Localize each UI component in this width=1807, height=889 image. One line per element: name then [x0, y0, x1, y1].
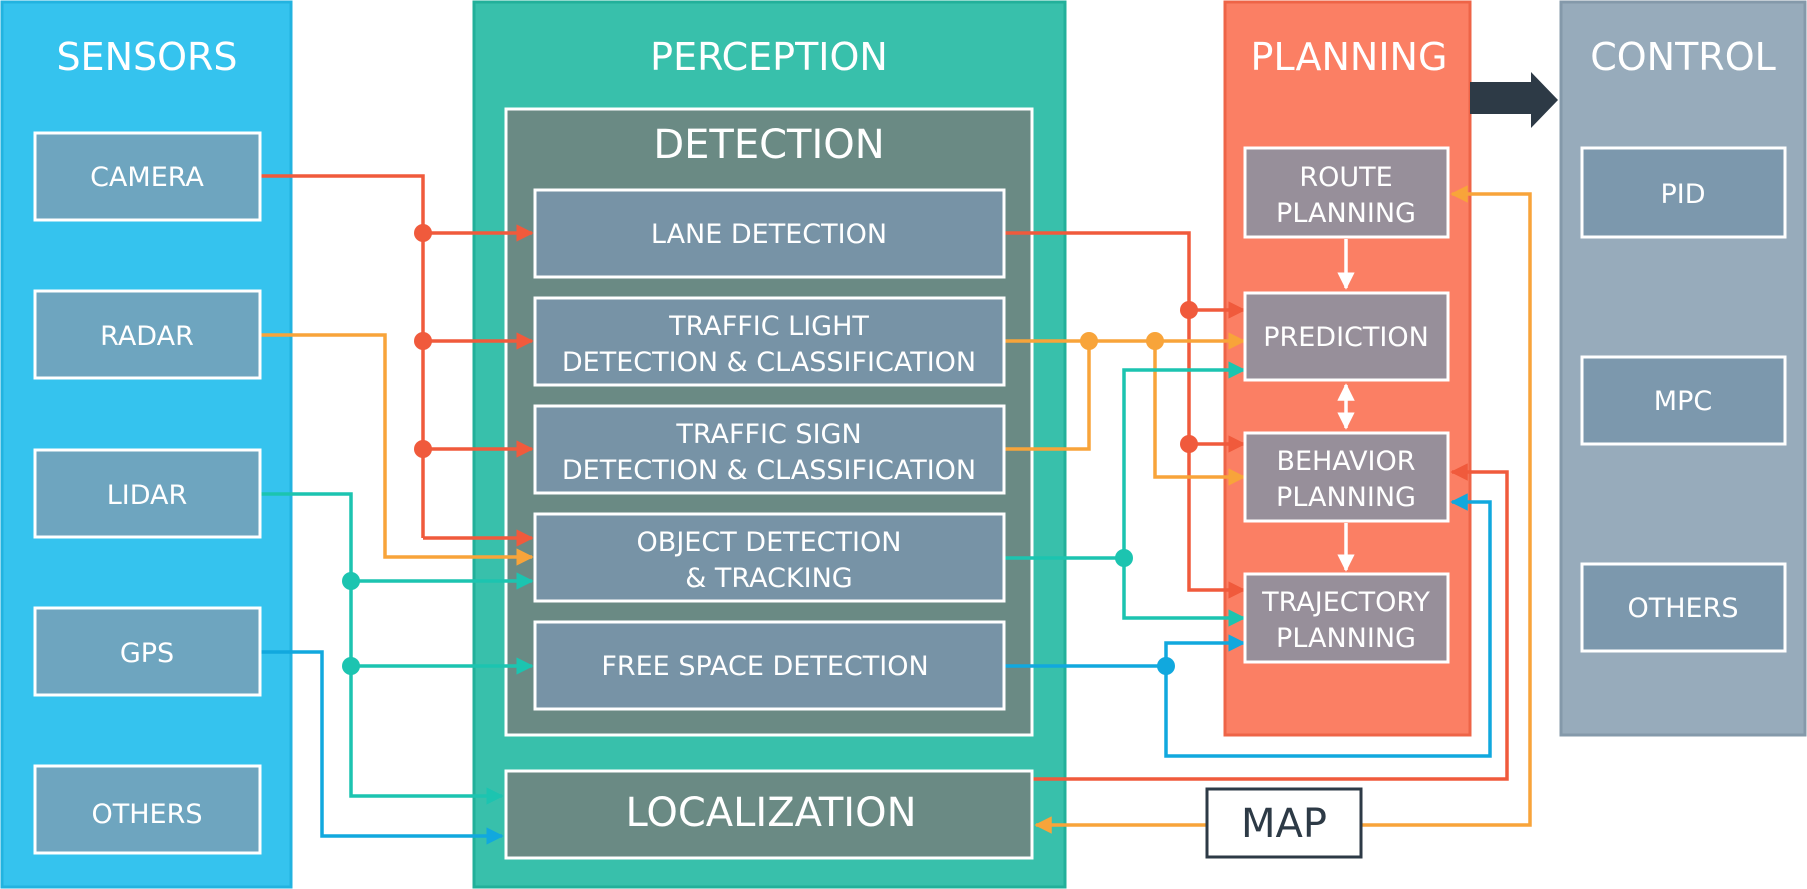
sensor-camera-label: CAMERA: [90, 162, 204, 193]
planning-behavior-line1: BEHAVIOR: [1276, 446, 1415, 477]
sensor-camera: CAMERA: [33, 131, 262, 222]
planning-behavior-line2: PLANNING: [1276, 482, 1416, 513]
sensors-title: SENSORS: [56, 35, 237, 79]
sensor-radar-label: RADAR: [100, 321, 194, 352]
planning-behavior: BEHAVIOR PLANNING: [1243, 431, 1450, 523]
detection-object: OBJECT DETECTION & TRACKING: [533, 512, 1006, 603]
detection-title: DETECTION: [653, 122, 884, 168]
sensor-lidar: LIDAR: [33, 448, 262, 539]
planning-trajectory: TRAJECTORY PLANNING: [1243, 572, 1450, 664]
sensor-gps-label: GPS: [120, 638, 174, 669]
localization: LOCALIZATION: [504, 769, 1034, 860]
control-pid-label: PID: [1660, 179, 1705, 210]
detection-traffic-sign-line2: DETECTION & CLASSIFICATION: [562, 455, 976, 486]
sensor-others-label: OTHERS: [91, 799, 202, 830]
planning-title: PLANNING: [1251, 35, 1448, 79]
control-title: CONTROL: [1590, 35, 1776, 79]
map-label: MAP: [1241, 801, 1327, 847]
connections: [260, 174, 1532, 845]
planning-trajectory-line2: PLANNING: [1276, 623, 1416, 654]
planning-route-line1: ROUTE: [1299, 162, 1392, 193]
planning-trajectory-line1: TRAJECTORY: [1261, 587, 1430, 618]
sensor-lidar-label: LIDAR: [107, 480, 188, 511]
sensor-gps: GPS: [33, 606, 262, 697]
planning-prediction: PREDICTION: [1243, 291, 1450, 382]
junction-dots: [342, 224, 1198, 675]
detection-traffic-light-line1: TRAFFIC LIGHT: [668, 311, 869, 342]
detection-traffic-sign: TRAFFIC SIGN DETECTION & CLASSIFICATION: [533, 404, 1006, 495]
control-mpc-label: MPC: [1654, 386, 1712, 417]
planning-route: ROUTE PLANNING: [1243, 146, 1450, 239]
control-others: OTHERS: [1580, 562, 1787, 653]
detection-traffic-light: TRAFFIC LIGHT DETECTION & CLASSIFICATION: [533, 296, 1006, 387]
sensor-radar: RADAR: [33, 289, 262, 380]
detection-traffic-sign-line1: TRAFFIC SIGN: [675, 419, 861, 450]
detection-lane-label: LANE DETECTION: [651, 219, 887, 250]
control-arrow: [1470, 72, 1558, 128]
control-mpc: MPC: [1580, 355, 1787, 446]
detection-traffic-light-line2: DETECTION & CLASSIFICATION: [562, 347, 976, 378]
control-others-label: OTHERS: [1627, 593, 1738, 624]
detection-free-space-label: FREE SPACE DETECTION: [601, 651, 928, 682]
detection-lane: LANE DETECTION: [533, 188, 1006, 279]
localization-label: LOCALIZATION: [625, 790, 916, 836]
detection-object-line2: & TRACKING: [685, 563, 852, 594]
control-pid: PID: [1580, 146, 1787, 239]
detection-object-line1: OBJECT DETECTION: [637, 527, 902, 558]
sensor-others: OTHERS: [33, 764, 262, 855]
perception-title: PERCEPTION: [650, 35, 888, 79]
detection-free-space: FREE SPACE DETECTION: [533, 620, 1006, 711]
map: MAP: [1205, 787, 1363, 859]
planning-route-line2: PLANNING: [1276, 198, 1416, 229]
planning-prediction-label: PREDICTION: [1263, 322, 1429, 353]
